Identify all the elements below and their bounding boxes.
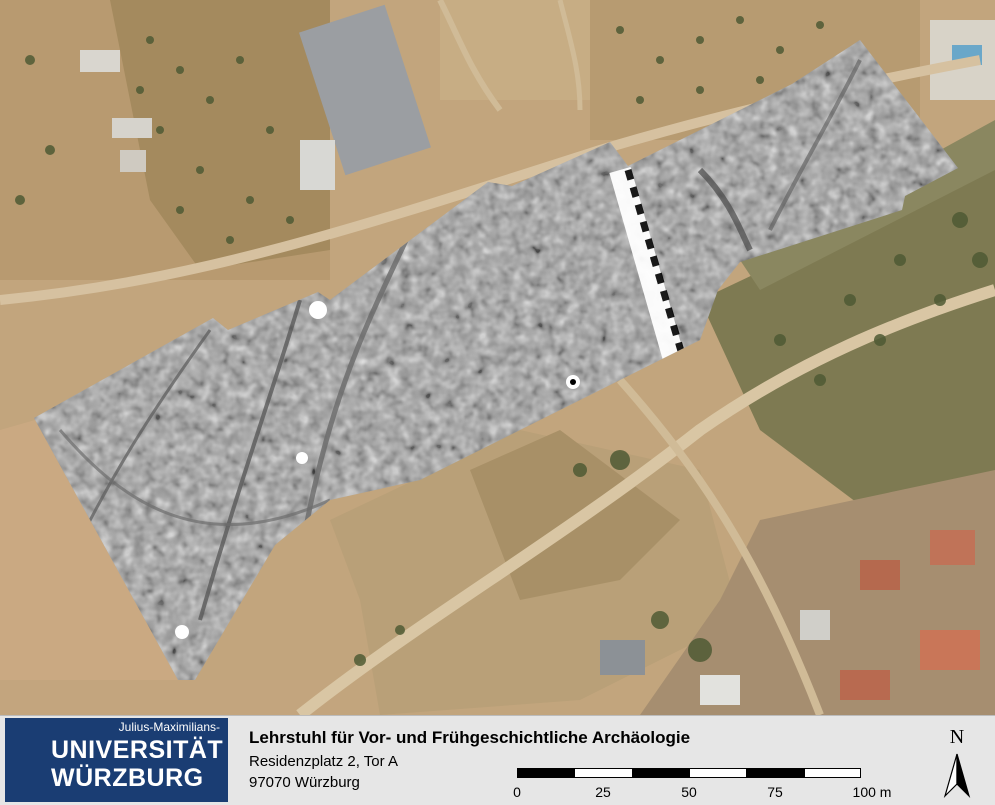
north-arrow-icon (943, 753, 971, 799)
scale-segment (689, 768, 748, 778)
scale-segment (746, 768, 805, 778)
scale-tick-50: 50 (681, 784, 697, 800)
scale-tick-75: 75 (767, 784, 783, 800)
institution-name: Lehrstuhl für Vor- und Frühgeschichtlich… (249, 728, 691, 747)
institution-city: 97070 Würzburg (249, 774, 360, 791)
scale-tick-0: 0 (513, 784, 521, 800)
scale-tick-25: 25 (595, 784, 611, 800)
map-view[interactable] (0, 0, 995, 715)
institution-street: Residenzplatz 2, Tor A (249, 753, 398, 770)
scale-segment (803, 768, 861, 778)
logo-superscript: Julius-Maximilians- (118, 720, 220, 734)
logo-line-1: UNIVERSITÄT (51, 736, 224, 764)
scale-bar (517, 768, 861, 780)
scale-segment (574, 768, 633, 778)
logo-line-2: WÜRZBURG (51, 764, 204, 792)
aerial-map (0, 0, 995, 715)
university-logo: Julius-Maximilians- UNIVERSITÄT WÜRZBURG (5, 718, 228, 802)
scale-segment (631, 768, 690, 778)
map-legend-footer: Julius-Maximilians- UNIVERSITÄT WÜRZBURG… (0, 715, 995, 805)
north-label: N (949, 726, 965, 748)
scale-tick-100: 100 m (852, 784, 892, 800)
scale-segment (517, 768, 576, 778)
